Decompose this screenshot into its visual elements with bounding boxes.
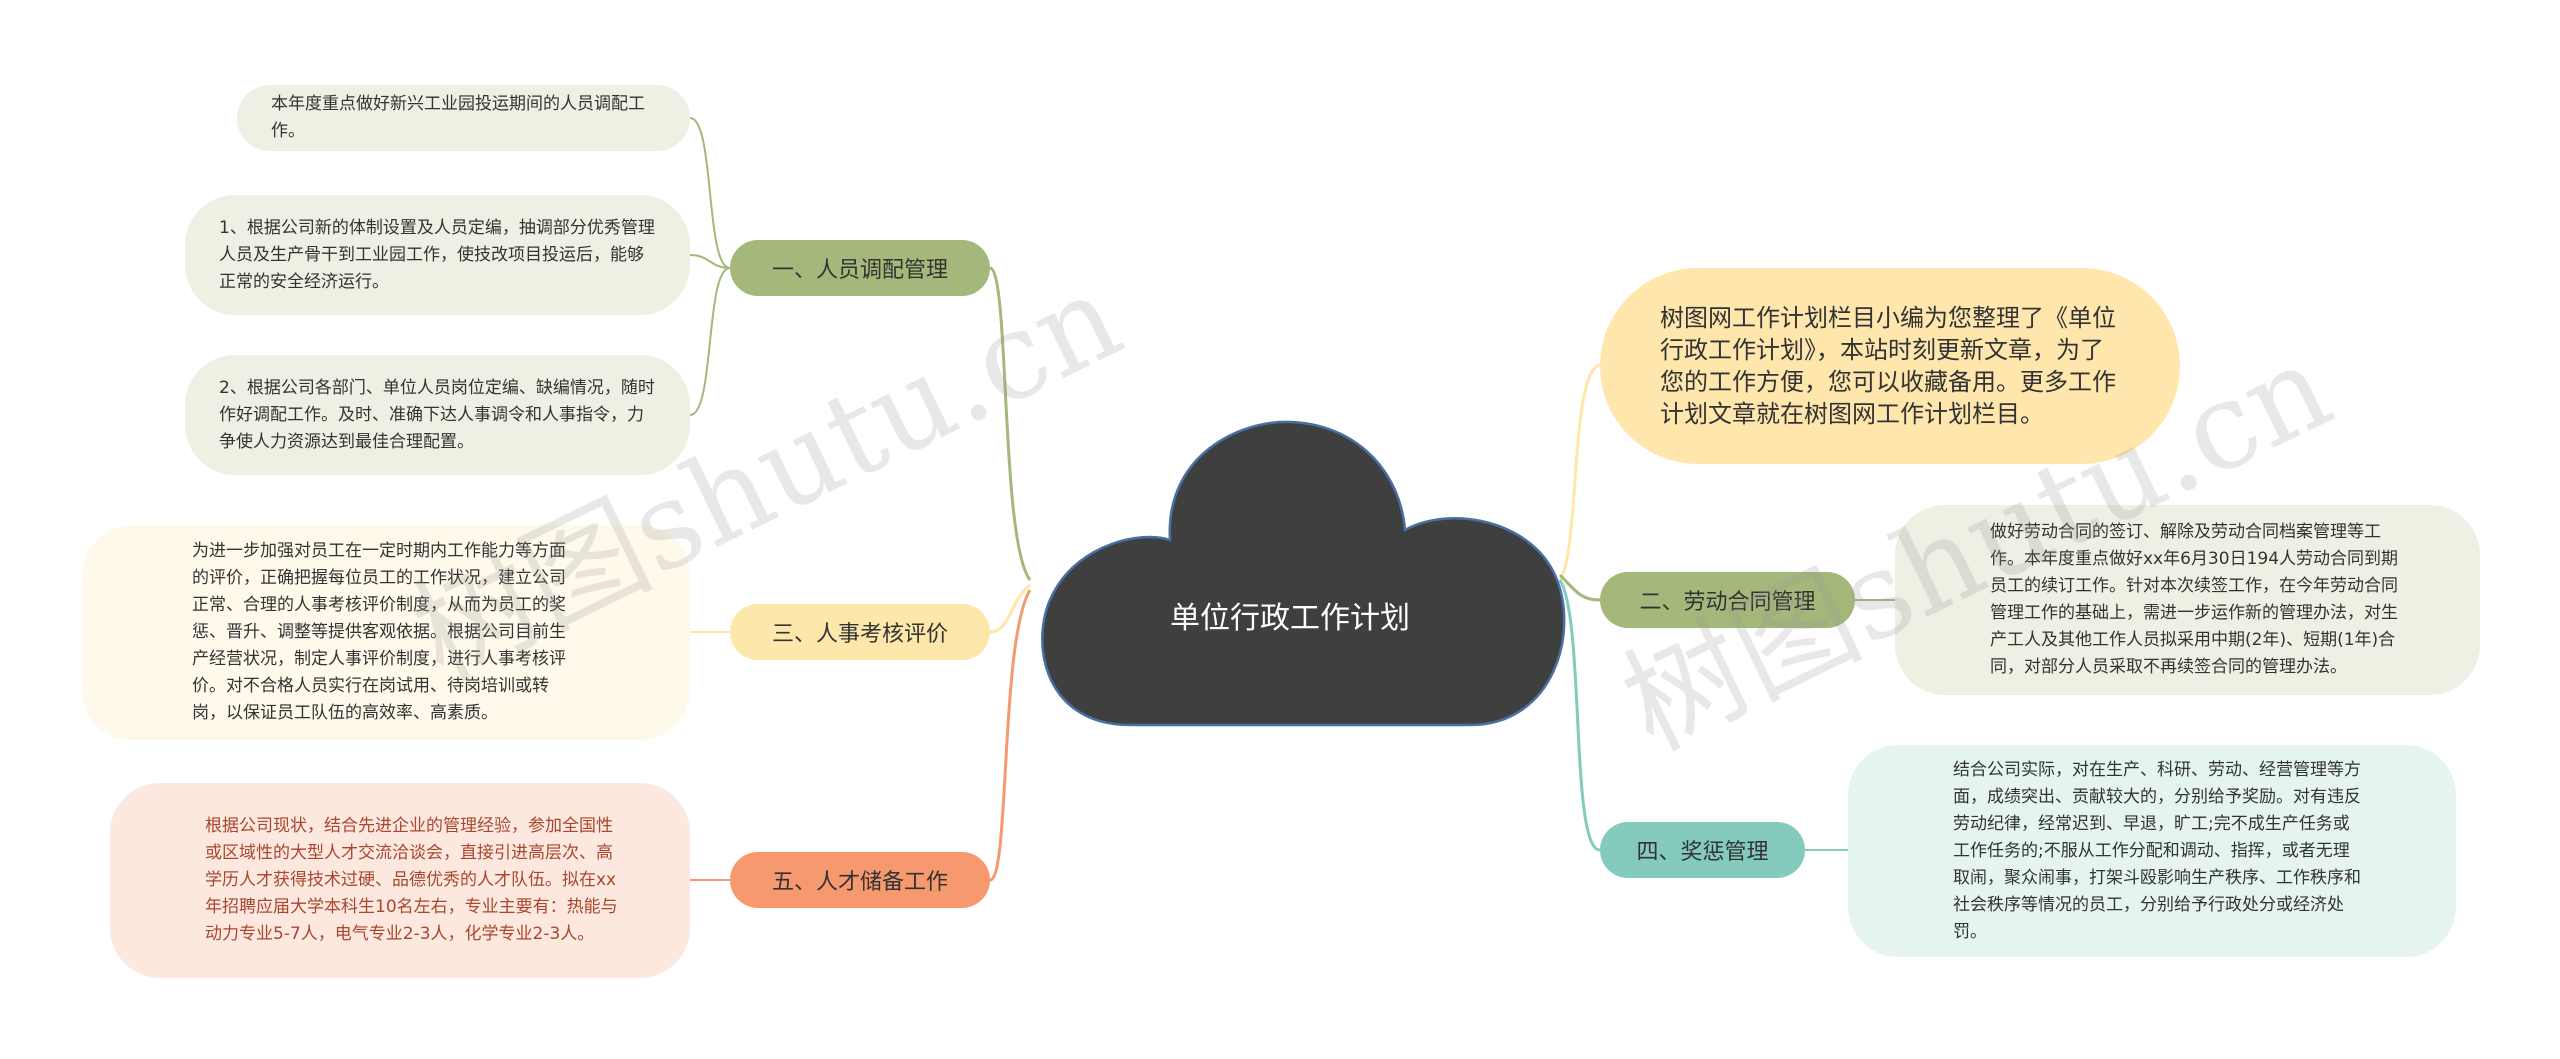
central-cloud	[1041, 420, 1566, 727]
b1-leaf-1[interactable]: 本年度重点做好新兴工业园投运期间的人员调配工作。	[237, 85, 690, 151]
b2-leaf[interactable]: 做好劳动合同的签订、解除及劳动合同档案管理等工作。本年度重点做好xx年6月30日…	[1895, 505, 2480, 695]
b1-leaf-3[interactable]: 2、根据公司各部门、单位人员岗位定编、缺编情况，随时作好调配工作。及时、准确下达…	[185, 355, 690, 475]
intro-text: 树图网工作计划栏目小编为您整理了《单位行政工作计划》，本站时刻更新文章，为了您的…	[1660, 304, 2116, 428]
connector-intro	[1558, 363, 1601, 581]
b1-leaf-2-text: 1、根据公司新的体制设置及人员定编，抽调部分优秀管理人员及生产骨干到工业园工作，…	[219, 217, 655, 292]
b2-leaf-text: 做好劳动合同的签订、解除及劳动合同档案管理等工作。本年度重点做好xx年6月30日…	[1990, 522, 2399, 677]
b5-leaf[interactable]: 根据公司现状，结合先进企业的管理经验，参加全国性或区域性的大型人才交流洽谈会，直…	[110, 783, 690, 978]
connector-b2	[1558, 573, 1601, 602]
intro-bubble[interactable]: 树图网工作计划栏目小编为您整理了《单位行政工作计划》，本站时刻更新文章，为了您的…	[1600, 268, 2180, 464]
branch-reward-punishment[interactable]: 四、奖惩管理	[1600, 822, 1805, 878]
connector-b5	[989, 589, 1032, 882]
b1-leaf-2[interactable]: 1、根据公司新的体制设置及人员定编，抽调部分优秀管理人员及生产骨干到工业园工作，…	[185, 195, 690, 315]
b3-leaf-text: 为进一步加强对员工在一定时期内工作能力等方面的评价，正确把握每位员工的工作状况，…	[192, 541, 566, 723]
branch-labor-contract[interactable]: 二、劳动合同管理	[1600, 572, 1855, 628]
connector-b1	[989, 266, 1032, 581]
b5-leaf-text: 根据公司现状，结合先进企业的管理经验，参加全国性或区域性的大型人才交流洽谈会，直…	[205, 816, 618, 944]
connector-b3	[989, 583, 1031, 634]
b4-leaf[interactable]: 结合公司实际，对在生产、科研、劳动、经营管理等方面，成绩突出、贡献较大的，分别给…	[1848, 745, 2456, 957]
b3-leaf[interactable]: 为进一步加强对员工在一定时期内工作能力等方面的评价，正确把握每位员工的工作状况，…	[82, 525, 690, 740]
b1-leaf-1-text: 本年度重点做好新兴工业园投运期间的人员调配工作。	[271, 94, 645, 141]
central-title: 单位行政工作计划	[1170, 601, 1410, 636]
connector-b4	[1558, 579, 1601, 852]
branch-personnel-evaluation[interactable]: 三、人事考核评价	[730, 604, 990, 660]
branch-talent-reserve[interactable]: 五、人才储备工作	[730, 852, 990, 908]
connector-b1-leaf2	[689, 254, 731, 269]
connector-b1-leaf3	[689, 267, 731, 416]
connector-b1-leaf1	[689, 117, 731, 269]
b1-leaf-3-text: 2、根据公司各部门、单位人员岗位定编、缺编情况，随时作好调配工作。及时、准确下达…	[219, 377, 655, 452]
branch-personnel-allocation[interactable]: 一、人员调配管理	[730, 240, 990, 296]
b4-leaf-text: 结合公司实际，对在生产、科研、劳动、经营管理等方面，成绩突出、贡献较大的，分别给…	[1953, 759, 2361, 942]
